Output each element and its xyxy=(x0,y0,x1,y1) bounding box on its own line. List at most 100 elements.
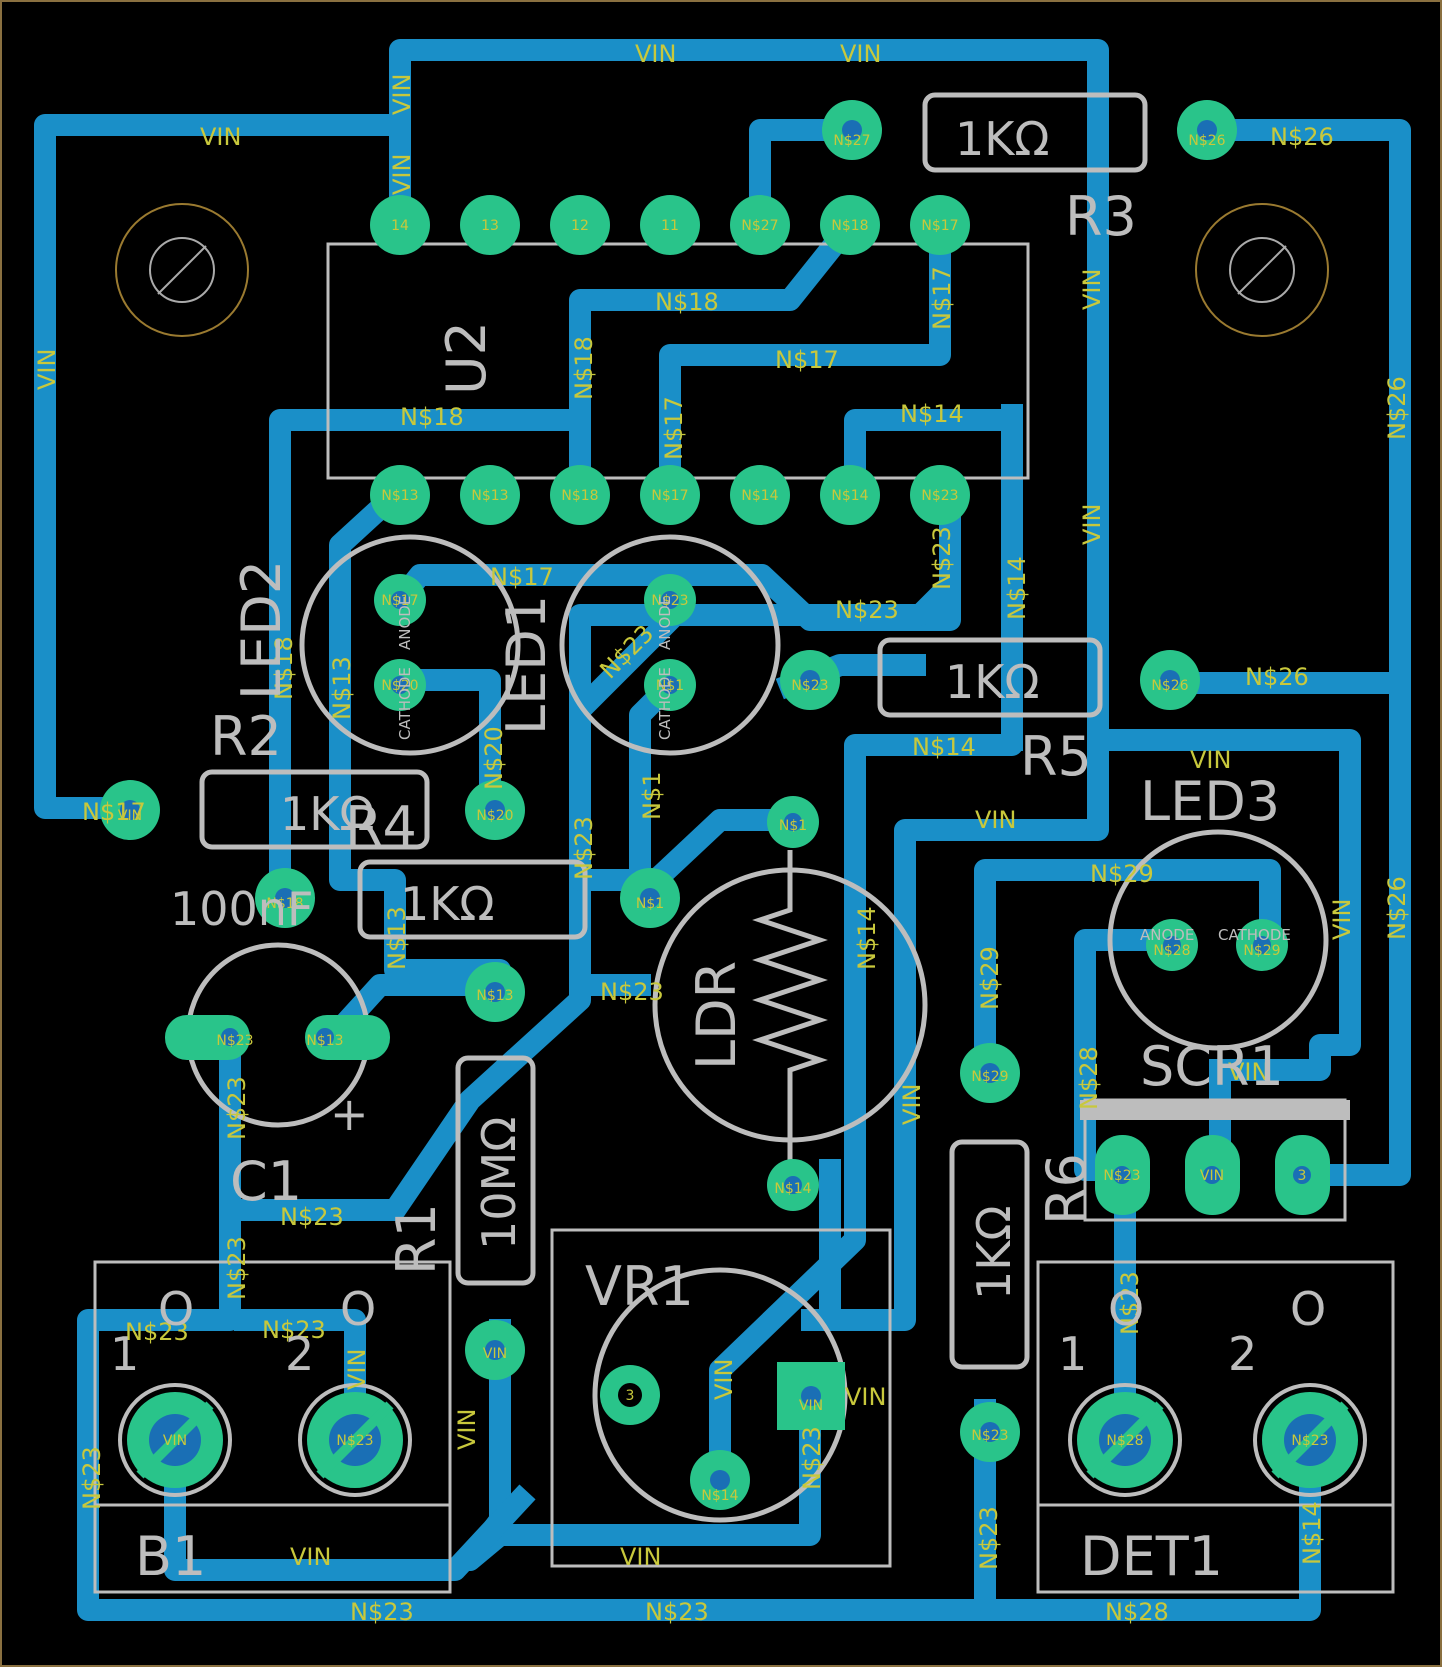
net-label: N$23 xyxy=(798,1426,826,1490)
net-label: VIN xyxy=(840,40,881,68)
net-label: VIN xyxy=(1078,504,1106,545)
pad-label: N$20 xyxy=(381,678,418,694)
net-label: N$23 xyxy=(223,1236,251,1300)
pad-label: VIN xyxy=(799,1398,823,1414)
net-label: N$28 xyxy=(1075,1046,1103,1110)
pad-label: N$18 xyxy=(266,896,303,912)
pad-label: N$17 xyxy=(921,218,958,234)
silkscreen xyxy=(93,92,1395,1594)
net-label: N$13 xyxy=(383,906,411,970)
component-ref-scr1: SCR1 xyxy=(1140,1035,1284,1098)
component-ref-det1: DET1 xyxy=(1080,1525,1223,1588)
net-label: VIN xyxy=(33,349,61,390)
b1-ring-label: O xyxy=(158,1282,194,1336)
net-label: N$23 xyxy=(600,978,664,1006)
pad-label: 11 xyxy=(661,218,679,234)
pad-label: N$28 xyxy=(1153,943,1190,959)
net-label: N$29 xyxy=(976,946,1004,1010)
pad-label: N$13 xyxy=(471,488,508,504)
net-label: N$23 xyxy=(975,1506,1003,1570)
net-label: VIN xyxy=(620,1543,661,1571)
pad-label: N$14 xyxy=(701,1488,738,1504)
pads xyxy=(100,100,1358,1510)
net-label: N$14 xyxy=(912,733,976,761)
net-label: N$23 xyxy=(280,1203,344,1231)
c1-plus-label: + xyxy=(330,1087,369,1141)
net-label: N$23 xyxy=(645,1598,709,1626)
net-label: N$14 xyxy=(853,906,881,970)
pad-label: VIN xyxy=(1200,1168,1224,1184)
net-label: N$14 xyxy=(1003,556,1031,620)
component-ref-c1: C1 xyxy=(230,1150,302,1213)
pad-label: N$1 xyxy=(656,678,684,694)
net-label: VIN xyxy=(1328,899,1356,940)
component-ref-led1: LED1 xyxy=(495,595,558,735)
pad-label: N$17 xyxy=(651,488,688,504)
pad-label: N$23 xyxy=(336,1433,373,1449)
pad-label: N$23 xyxy=(1291,1433,1328,1449)
net-label: N$26 xyxy=(1245,663,1309,691)
component-ref-r1: R1 xyxy=(385,1203,448,1275)
net-label: N$26 xyxy=(1383,376,1411,440)
net-label: N$26 xyxy=(1383,876,1411,940)
b1-ring-label: O xyxy=(340,1282,376,1336)
component-value-r2: 1KΩ xyxy=(280,787,375,841)
pad-label: N$26 xyxy=(1151,678,1188,694)
net-label: N$18 xyxy=(400,403,464,431)
net-label: N$23 xyxy=(928,526,956,590)
net-label: N$23 xyxy=(223,1076,251,1140)
pad-labels: N$27 N$26 14 13 12 11 N$27 N$18 N$17 N$1… xyxy=(118,133,1329,1504)
pad-label: N$13 xyxy=(381,488,418,504)
component-value-c1: 100nF xyxy=(170,882,313,936)
net-label: N$23 xyxy=(570,816,598,880)
net-label: VIN xyxy=(975,806,1016,834)
pad-label: N$27 xyxy=(741,218,778,234)
led2-anode-label: ANODE xyxy=(396,596,414,650)
pad-label: VIN xyxy=(163,1433,187,1449)
copper-traces xyxy=(34,39,1411,1621)
component-value-r1: 10MΩ xyxy=(472,1117,526,1250)
net-label: N$17 xyxy=(490,563,554,591)
pad-label: N$20 xyxy=(476,808,513,824)
pad-label: VIN xyxy=(118,808,142,824)
pad-label: N$23 xyxy=(216,1033,253,1049)
pad-label: 3 xyxy=(626,1388,635,1404)
component-ref-r3: R3 xyxy=(1065,185,1137,248)
pad-label: N$26 xyxy=(1188,133,1225,149)
component-ref-r6: R6 xyxy=(1035,1153,1098,1225)
pad-label: 3 xyxy=(1298,1168,1307,1184)
net-label: VIN xyxy=(845,1383,886,1411)
net-label: N$23 xyxy=(350,1598,414,1626)
pad-label: N$23 xyxy=(971,1428,1008,1444)
component-ref-b1: B1 xyxy=(135,1525,206,1588)
net-label: N$18 xyxy=(655,288,719,316)
pad-label: 12 xyxy=(571,218,589,234)
net-label: N$17 xyxy=(82,798,146,826)
pad-label: N$23 xyxy=(791,678,828,694)
pad-label: N$29 xyxy=(1243,943,1280,959)
component-value-r3: 1KΩ xyxy=(955,112,1050,166)
component-value-r6: 1KΩ xyxy=(967,1205,1021,1300)
pad-label: N$18 xyxy=(561,488,598,504)
net-label: N$29 xyxy=(1090,860,1154,888)
net-label: N$23 xyxy=(262,1316,326,1344)
net-label: N$17 xyxy=(775,346,839,374)
pad-label: N$13 xyxy=(306,1033,343,1049)
led3-cathode-label: CATHODE xyxy=(1218,926,1291,944)
pad-label: N$14 xyxy=(831,488,868,504)
net-label: N$23 xyxy=(125,1318,189,1346)
net-label: VIN xyxy=(1228,1058,1269,1086)
pad-label: N$29 xyxy=(971,1069,1008,1085)
led1-anode-label: ANODE xyxy=(656,596,674,650)
pad-label: N$17 xyxy=(381,593,418,609)
net-label: N$17 xyxy=(660,396,688,460)
net-label: VIN xyxy=(290,1543,331,1571)
net-label: N$23 xyxy=(78,1446,106,1510)
det1-ring-label: O xyxy=(1290,1282,1326,1336)
pad-label: N$18 xyxy=(831,218,868,234)
led3-anode-label: ANODE xyxy=(1140,926,1194,944)
b1-pin2-label: 2 xyxy=(285,1327,314,1381)
net-label: VIN xyxy=(453,1409,481,1450)
